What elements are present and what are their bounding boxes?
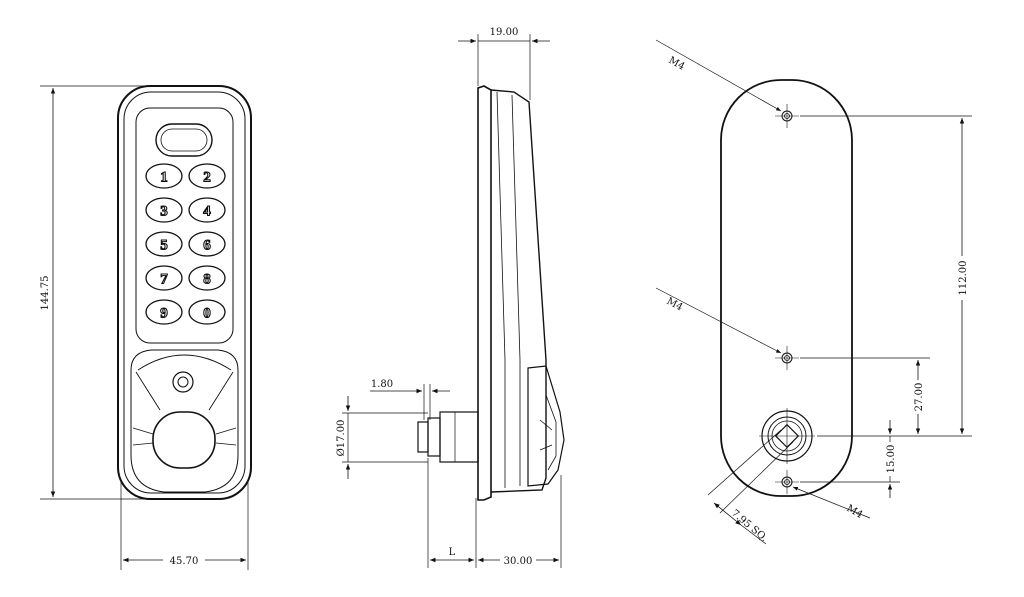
height-label: 144.75	[40, 276, 51, 311]
handle-housing	[130, 349, 239, 493]
thickness-label: 1.80	[371, 379, 393, 390]
led-window-inner	[160, 128, 208, 152]
depth-label: 19.00	[490, 27, 519, 38]
length-label: L	[449, 547, 456, 558]
side-cover-inner	[496, 91, 521, 488]
keypad-key-8: 8	[188, 265, 226, 291]
front-view: 1 2 3 4 5 6 7 8 9 0 144.75 45.70	[40, 85, 252, 570]
keypad-key-label: 7	[160, 272, 168, 288]
handle-groove-left-2	[132, 442, 154, 446]
handle-groove-left	[132, 427, 154, 435]
width-label: 45.70	[170, 556, 199, 567]
back-view: M4 M4 M4 7.95 SQ. 112.00 27.00 15.00	[655, 39, 972, 545]
diameter-label: Ø17.00	[336, 420, 347, 457]
side-body-outline	[477, 85, 492, 501]
keypad-key-4: 4	[188, 197, 226, 223]
keypad-key-label: 5	[160, 238, 168, 254]
mount-hole-bottom	[775, 470, 799, 494]
keypad-key-2: 2	[188, 163, 226, 189]
back-plate-outline	[720, 79, 853, 497]
side-handle-profile	[527, 365, 565, 487]
spindle-housing	[439, 411, 479, 463]
keypad-key-label: 1	[160, 170, 168, 186]
thread-label-top: M4	[667, 55, 687, 73]
keypad-key-6: 6	[188, 231, 226, 257]
lower-offset-label: 15.00	[886, 445, 897, 474]
keypad-key-7: 7	[145, 265, 183, 291]
projection-label: 30.00	[504, 556, 533, 567]
thread-label-bottom: M4	[845, 503, 865, 521]
override-key-ring	[172, 371, 194, 393]
spindle-shaft	[427, 417, 441, 457]
keypad-key-label: 8	[203, 272, 211, 288]
side-view: 19.00 1.80 Ø17.00 L 30.00	[336, 27, 565, 568]
spindle-square	[759, 408, 815, 464]
side-handle-detail	[539, 394, 557, 471]
handle-groove-right	[215, 427, 237, 435]
side-cover-outline	[490, 89, 547, 493]
handle-groove-right-2	[215, 442, 237, 446]
keypad-key-0: 0	[188, 299, 226, 325]
square-label: 7.95 SQ.	[729, 508, 769, 544]
keypad: 1 2 3 4 5 6 7 8 9 0	[145, 163, 226, 325]
lock-body-inner-outline	[123, 91, 246, 494]
turn-knob	[152, 411, 216, 469]
keypad-key-label: 0	[203, 306, 211, 322]
keypad-key-label: 6	[203, 238, 211, 254]
lock-body-outline	[117, 85, 252, 500]
mount-hole-top	[775, 104, 799, 128]
thread-label-middle: M4	[665, 296, 685, 314]
keypad-key-label: 4	[203, 204, 211, 220]
keypad-key-label: 9	[160, 306, 168, 322]
led-window	[155, 123, 213, 157]
offset-label: 27.00	[914, 383, 925, 412]
keypad-key-label: 3	[160, 204, 168, 220]
spacing-label: 112.00	[958, 261, 969, 296]
keypad-key-label: 2	[203, 170, 211, 186]
override-key-core	[177, 376, 189, 388]
spindle-end	[417, 421, 429, 453]
keypad-key-3: 3	[145, 197, 183, 223]
handle-bevel	[135, 354, 234, 411]
keypad-key-5: 5	[145, 231, 183, 257]
keypad-key-9: 9	[145, 299, 183, 325]
keypad-panel	[135, 107, 234, 344]
keypad-key-1: 1	[145, 163, 183, 189]
mount-hole-middle	[775, 346, 799, 370]
